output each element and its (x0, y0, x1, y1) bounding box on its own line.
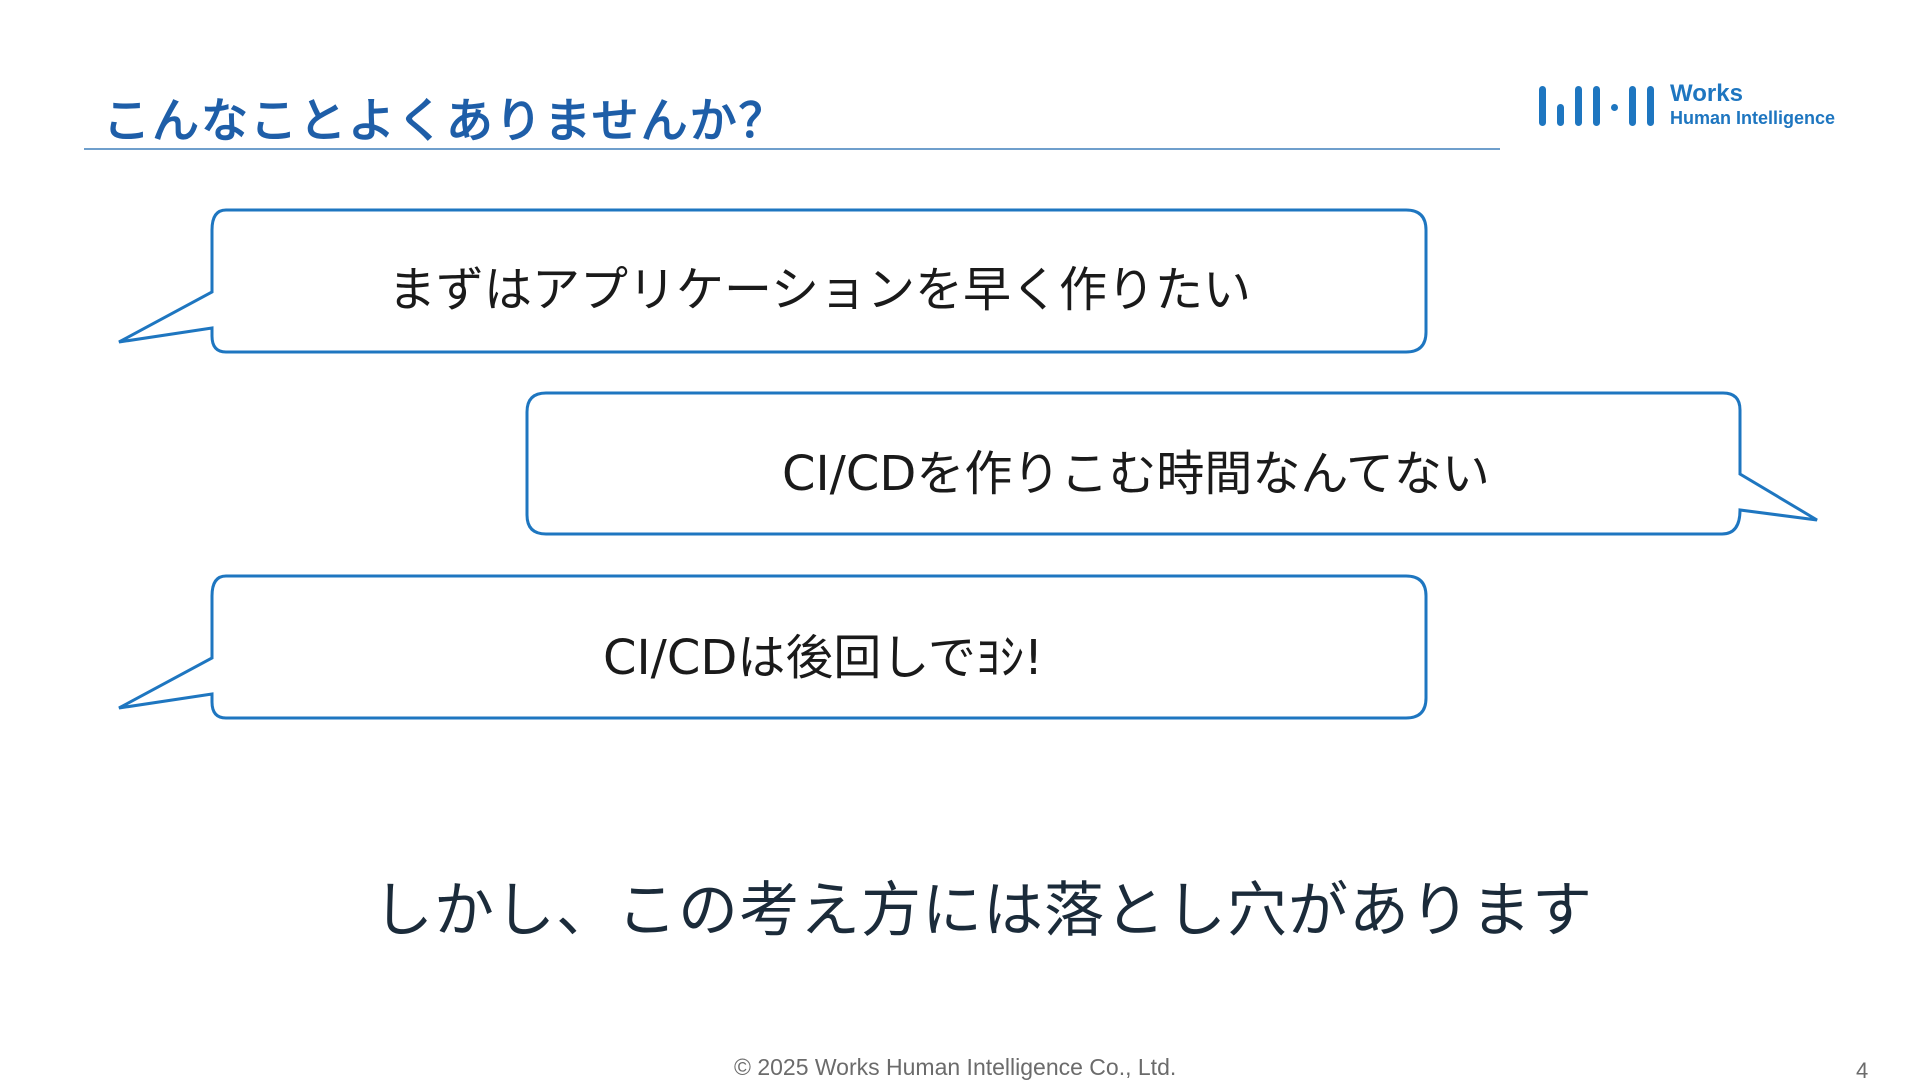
speech-bubble-1 (118, 208, 1428, 354)
speech-bubble-3 (118, 574, 1428, 720)
slide-title: こんなことよくありませんか？ (103, 94, 788, 149)
conclusion-text: しかし、この考え方には落とし穴があります (373, 876, 1593, 946)
logo-text-human-intelligence: Human Intelligence (1670, 108, 1836, 128)
title-divider (84, 148, 1500, 150)
bubble-text-3: CI/CDは後回しでﾖｼ! (603, 630, 1044, 686)
logo-mark-icon (1539, 86, 1654, 126)
speech-bubble-2 (525, 391, 1818, 536)
logo-text-works: Works (1670, 80, 1743, 107)
company-logo: Works Human Intelligence (1537, 80, 1857, 132)
bubble-text-1: まずはアプリケーションを早く作りたい (388, 262, 1252, 318)
bubble-text-2: CI/CDを作りこむ時間なんてない (782, 446, 1490, 502)
page-number: 4 (1856, 1058, 1869, 1083)
copyright-footer: © 2025 Works Human Intelligence Co., Ltd… (734, 1054, 1177, 1080)
